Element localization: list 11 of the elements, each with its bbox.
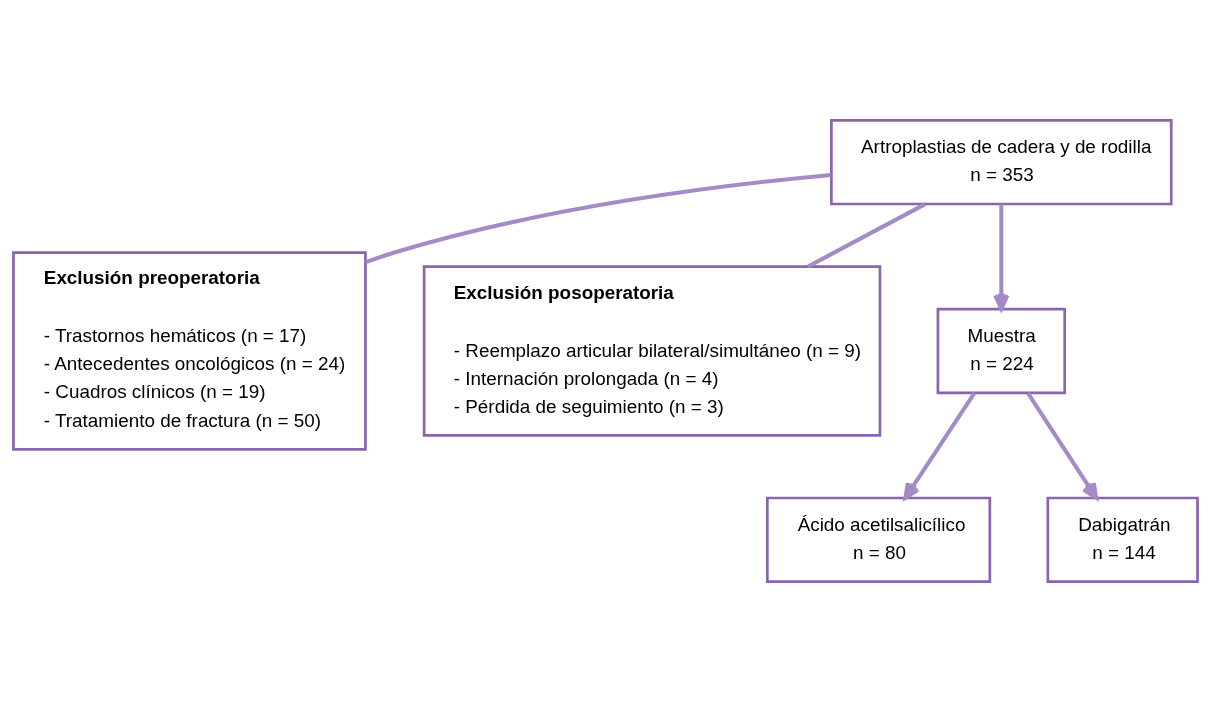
connector bbox=[807, 202, 927, 269]
arrow bbox=[993, 204, 1010, 311]
node-box: Dabigatrán n = 144 bbox=[1046, 496, 1199, 583]
node-box: Muestra n = 224 bbox=[936, 307, 1067, 395]
arrow bbox=[1026, 392, 1099, 500]
node-box: Artroplastias de cadera y de rodilla n = 353 bbox=[830, 119, 1173, 206]
connector bbox=[365, 172, 832, 265]
node-box: Exclusión preoperatoria - Trastornos hemáticos (n = 17) - Antecedentes oncológicos (n = 24) - Cuadros clínicos (n = 19) - Tratamiento de fractura (n = 50) bbox=[12, 251, 367, 451]
node-box: Exclusión posoperatoria - Reemplazo articular bilateral/simultáneo (n = 9) - Internación prolongada (n = 4) - Pérdida de seguimiento (n = 3) bbox=[422, 265, 882, 437]
arrow bbox=[903, 392, 977, 500]
node-box: Ácido acetilsalicílico n = 80 bbox=[766, 496, 992, 583]
